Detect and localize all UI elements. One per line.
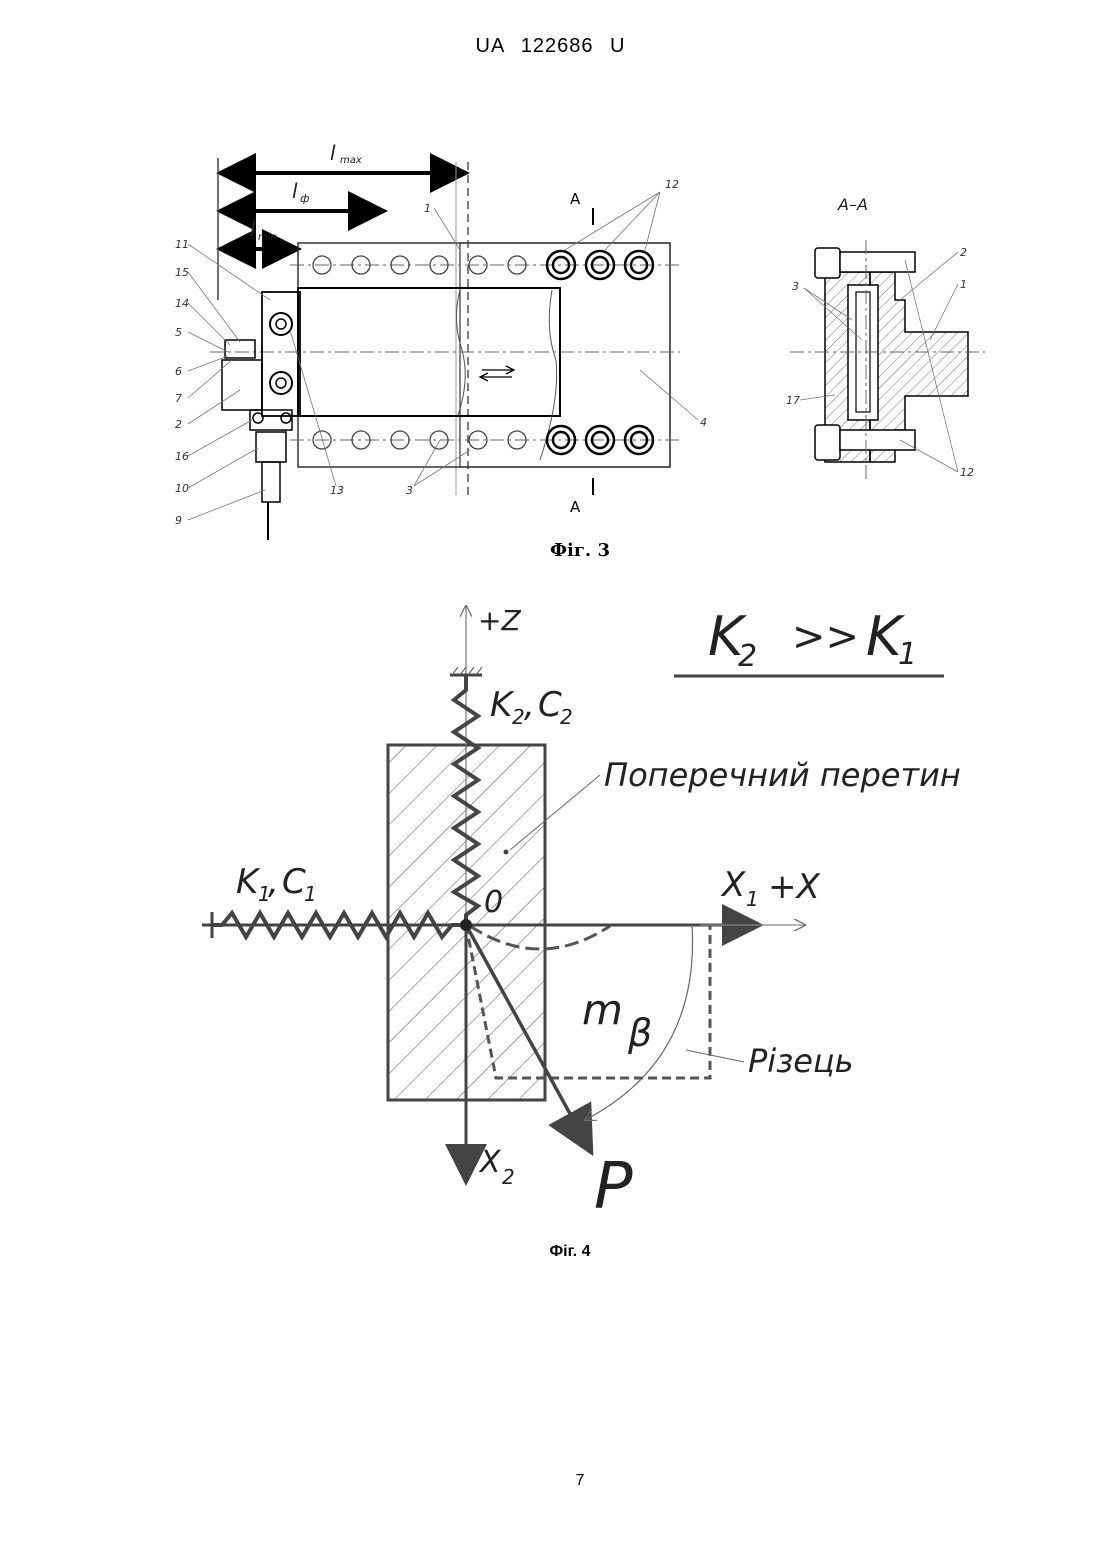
figure-4-drawing: K 2 >> K 1 +Z K 2 , C 2 K 1 , C [0,580,1101,1230]
figure-4-caption: Фіг. 4 [520,1243,620,1261]
svg-text:>>: >> [792,614,859,660]
origin-point [460,919,472,931]
svg-text:9: 9 [175,514,182,527]
callout-1: 1 [424,202,431,215]
section-mark-top: А [570,190,581,208]
section-callout-3: 3 [792,280,799,293]
section-mark-bottom: А [570,498,581,516]
svg-text:1: 1 [898,637,917,672]
section-callout-12: 12 [960,466,974,479]
callout-13: 13 [330,484,344,497]
svg-text:C: C [282,862,306,902]
svg-text:X: X [720,865,746,905]
axis-z-label: +Z [478,604,521,637]
dim-lmax: l [330,141,336,165]
stiffness-relation: K 2 >> K 1 [708,605,917,674]
svg-text:5: 5 [175,326,182,339]
svg-text:11: 11 [175,238,189,251]
svg-text:2: 2 [560,705,573,729]
svg-text:2: 2 [175,418,182,431]
svg-text:6: 6 [175,365,182,378]
callout-12: 12 [665,178,679,191]
dim-lmax-sub: max [340,155,362,166]
dim-lf: l [292,179,298,203]
svg-text:7: 7 [175,392,182,405]
svg-text:X: X [478,1145,502,1180]
force-label: P [594,1150,633,1224]
section-callout-17: 17 [786,394,800,407]
tool-label: Різець [748,1042,854,1080]
section-callout-2: 2 [960,246,967,259]
figure-3-drawing: l max l ф l min [0,0,1101,560]
svg-text:,: , [524,685,535,725]
svg-text:15: 15 [175,266,189,279]
svg-text:10: 10 [175,482,189,495]
svg-text:2: 2 [502,1165,515,1189]
figure-3-caption: Фіг. 3 [530,540,630,561]
cross-section-label: Поперечний перетин [604,756,961,794]
origin-label: 0 [484,885,503,920]
spring2-label: K 2 , C 2 [490,685,573,729]
dim-lf-sub: ф [300,192,309,205]
m-label: m [582,985,623,1034]
page-number: 7 [560,1472,600,1490]
beta-label: β [627,1011,652,1055]
svg-text:1: 1 [304,882,317,906]
section-label: А–А [837,195,868,214]
axis-x2-label: X 2 [478,1145,515,1189]
dim-lmin-sub: min [258,232,277,243]
callouts-left: 11 15 14 5 6 7 2 16 10 9 [175,238,189,527]
svg-text:14: 14 [175,297,189,310]
svg-text:2: 2 [512,705,525,729]
svg-text:2: 2 [738,639,757,674]
svg-text:C: C [538,685,562,725]
dim-lmin: l [250,217,256,241]
spring1-label: K 1 , C 1 [236,862,317,906]
callout-3: 3 [406,484,413,497]
svg-text:1: 1 [746,887,759,911]
callout-4: 4 [700,416,707,429]
section-callout-1: 1 [960,278,967,291]
axis-x1-label: X 1 [720,865,759,911]
svg-text:16: 16 [175,450,189,463]
svg-text:,: , [268,862,279,902]
axis-x-label: +X [768,867,820,907]
